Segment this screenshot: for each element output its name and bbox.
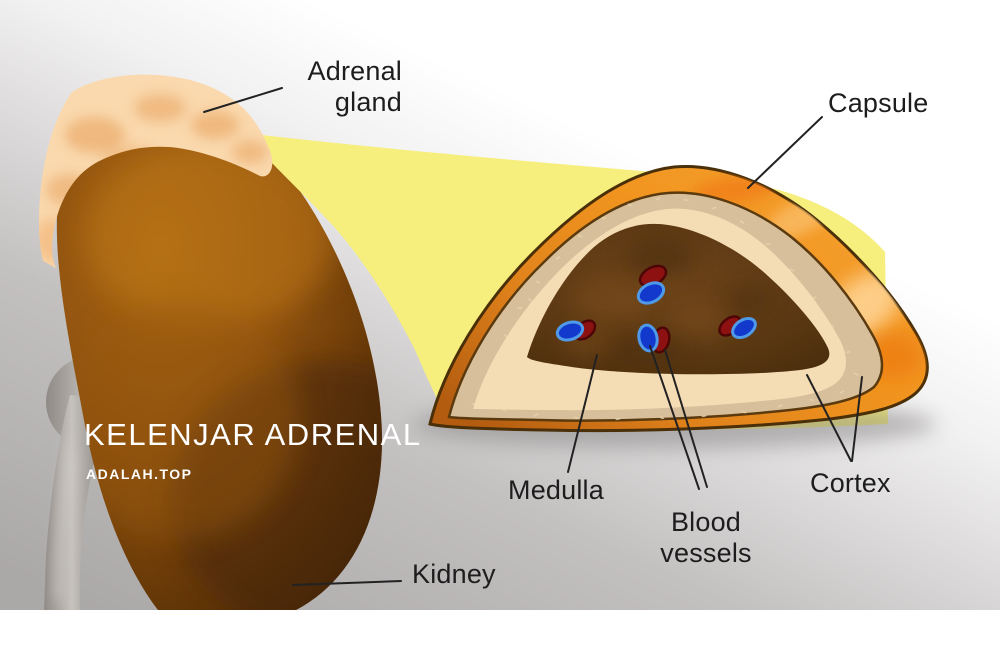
leader-line-blood-vessel-1: [649, 345, 700, 490]
leader-lines: [203, 87, 863, 586]
leader-line-cortex-2: [851, 376, 863, 462]
leader-line-kidney: [292, 580, 402, 586]
bottom-white-strip: [0, 610, 1000, 666]
label-medulla: Medulla: [508, 475, 604, 505]
blood-vessel-blue: [555, 320, 585, 342]
label-kidney: Kidney: [412, 559, 496, 589]
leader-line-blood-vessel-2: [664, 349, 708, 488]
watermark-title: KELENJAR ADRENAL: [84, 417, 422, 452]
cross-section: [428, 165, 929, 433]
label-blood-vessels: Blood vessels: [631, 507, 781, 569]
label-blood-vessels-line1: Blood: [670, 507, 742, 537]
watermark-site: ADALAH.TOP: [86, 466, 193, 482]
label-cortex: Cortex: [810, 468, 891, 498]
leader-line-cortex-1: [806, 374, 852, 462]
blood-vessel-blue: [731, 316, 757, 340]
leader-line-medulla: [567, 354, 598, 473]
leader-line-capsule: [747, 116, 823, 189]
label-blood-vessels-line2: vessels: [660, 538, 752, 568]
blood-vessels-group: [555, 264, 757, 354]
leader-line-adrenal-gland: [203, 87, 283, 113]
diagram-artwork: [38, 74, 937, 610]
blood-vessel-blue: [636, 281, 666, 305]
illustration-scene: [0, 0, 1000, 610]
label-adrenal-gland-line2: gland: [334, 87, 402, 117]
kidney-shape: [56, 110, 383, 610]
label-adrenal-gland-line1: Adrenal: [307, 56, 402, 86]
label-capsule: Capsule: [828, 88, 929, 118]
label-adrenal-gland: Adrenal gland: [252, 56, 402, 118]
